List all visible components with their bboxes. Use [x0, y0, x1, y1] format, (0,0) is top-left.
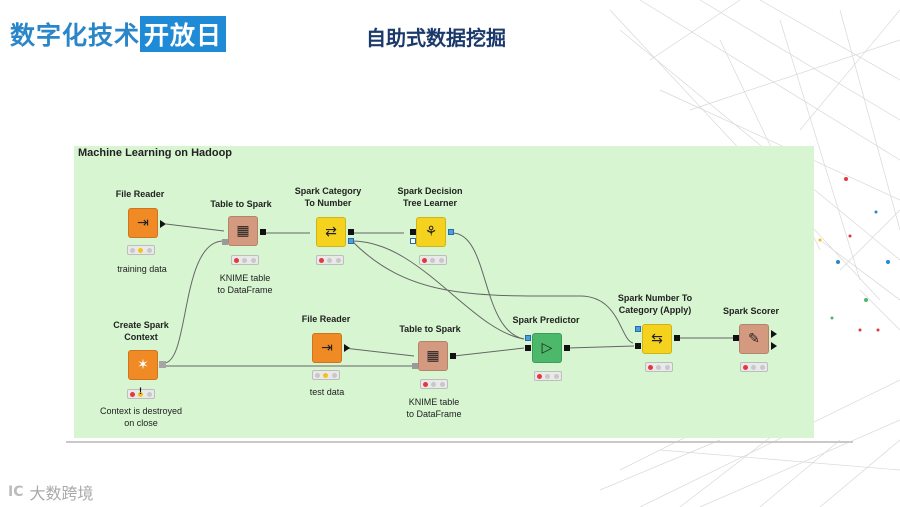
- node-label-spark-scorer: Spark Scorer: [722, 306, 780, 316]
- node-annotation-line1: Context is destroyed: [99, 406, 183, 416]
- tree-icon: ⚘: [424, 224, 438, 240]
- output-port-triangle[interactable]: [771, 342, 777, 350]
- node-label-spark-decision-tree-learner-line2: Tree Learner: [402, 198, 458, 208]
- output-port[interactable]: [450, 353, 456, 359]
- node-label-create-spark-context-line1: Create Spark: [113, 320, 169, 330]
- node-table-to-spark-2[interactable]: ▦: [418, 341, 448, 371]
- file-arrow-icon: ⇥: [321, 340, 333, 356]
- warning-icon: !: [139, 386, 142, 396]
- node-annotation-line2: on close: [124, 418, 158, 428]
- slide-title: 自助式数据挖掘: [366, 26, 506, 50]
- node-status-traffic-light: [419, 255, 447, 265]
- convert-back-icon: ⇆: [651, 331, 663, 347]
- node-create-spark-context[interactable]: ✶: [128, 350, 158, 380]
- node-status-traffic-light: [231, 255, 259, 265]
- workflow-title: Machine Learning on Hadoop: [78, 147, 233, 159]
- brand-logo: 数字化技术 开放日: [10, 16, 227, 52]
- table-grid-icon: ▦: [236, 223, 250, 239]
- input-port-data[interactable]: [525, 345, 531, 351]
- node-annotation-test-data: test data: [309, 387, 345, 397]
- output-port[interactable]: [564, 345, 570, 351]
- node-annotation-line1: KNIME table: [219, 273, 271, 283]
- output-port-model[interactable]: [348, 238, 354, 244]
- input-port[interactable]: [410, 229, 416, 235]
- node-label-spark-category-to-number-line2: To Number: [304, 198, 352, 208]
- node-annotation-line2: to DataFrame: [406, 409, 462, 419]
- node-label-create-spark-context-line2: Context: [124, 332, 158, 342]
- input-port-model[interactable]: [525, 335, 531, 341]
- footer-logo: IC 大数跨境: [8, 480, 94, 504]
- node-spark-scorer[interactable]: ✎: [739, 324, 769, 354]
- table-grid-icon: ▦: [426, 348, 440, 364]
- output-port[interactable]: [674, 335, 680, 341]
- input-port[interactable]: [733, 335, 739, 341]
- input-port[interactable]: [412, 363, 418, 369]
- output-port-triangle[interactable]: [344, 344, 350, 352]
- score-icon: ✎: [748, 331, 760, 347]
- node-table-to-spark-1[interactable]: ▦: [228, 216, 258, 246]
- brand-text-part1: 数字化技术: [10, 21, 141, 50]
- node-label-file-reader-1: File Reader: [115, 189, 165, 199]
- node-label-spark-decision-tree-learner-line1: Spark Decision: [397, 186, 463, 196]
- node-status-traffic-light: [312, 370, 340, 380]
- node-status-traffic-light: [316, 255, 344, 265]
- output-port-triangle[interactable]: [771, 330, 777, 338]
- node-spark-category-to-number[interactable]: ⇄: [316, 217, 346, 247]
- input-port-optional[interactable]: [410, 238, 416, 244]
- node-spark-number-to-category[interactable]: ⇆: [642, 324, 672, 354]
- input-port[interactable]: [222, 239, 228, 245]
- node-label-spark-number-to-category-line2: Category (Apply): [618, 305, 692, 315]
- footer-logo-mark: IC: [8, 484, 24, 500]
- node-file-reader-1[interactable]: ⇥: [128, 208, 158, 238]
- node-annotation-line1: KNIME table: [408, 397, 460, 407]
- play-icon: ▷: [541, 340, 553, 356]
- node-status-traffic-light: [740, 362, 768, 372]
- node-annotation-training-data: training data: [117, 264, 167, 274]
- output-port[interactable]: [348, 229, 354, 235]
- output-port-context[interactable]: [159, 361, 166, 368]
- node-status-traffic-light: [127, 389, 155, 399]
- star-icon: ✶: [137, 357, 149, 373]
- convert-icon: ⇄: [325, 224, 337, 240]
- footer-logo-text: 大数跨境: [29, 484, 94, 503]
- input-port-data[interactable]: [635, 343, 641, 349]
- node-label-spark-predictor: Spark Predictor: [512, 315, 580, 325]
- node-status-traffic-light: [420, 379, 448, 389]
- node-file-reader-2[interactable]: ⇥: [312, 333, 342, 363]
- node-spark-predictor[interactable]: ▷: [532, 333, 562, 363]
- file-arrow-icon: ⇥: [137, 215, 149, 231]
- output-port[interactable]: [260, 229, 266, 235]
- node-annotation-line2: to DataFrame: [217, 285, 273, 295]
- brand-text-part2: 开放日: [140, 16, 227, 52]
- output-port-triangle[interactable]: [160, 220, 166, 228]
- output-port-model[interactable]: [448, 229, 454, 235]
- node-status-traffic-light: [534, 371, 562, 381]
- node-spark-decision-tree-learner[interactable]: ⚘: [416, 217, 446, 247]
- canvas-divider: [66, 441, 853, 443]
- node-label-table-to-spark-2: Table to Spark: [399, 324, 461, 334]
- node-label-spark-number-to-category-line1: Spark Number To: [617, 293, 693, 303]
- node-status-traffic-light: [127, 245, 155, 255]
- node-label-spark-category-to-number-line1: Spark Category: [294, 186, 362, 196]
- node-status-traffic-light: [645, 362, 673, 372]
- node-label-table-to-spark-1: Table to Spark: [210, 199, 272, 209]
- node-label-file-reader-2: File Reader: [301, 314, 351, 324]
- input-port-model[interactable]: [635, 326, 641, 332]
